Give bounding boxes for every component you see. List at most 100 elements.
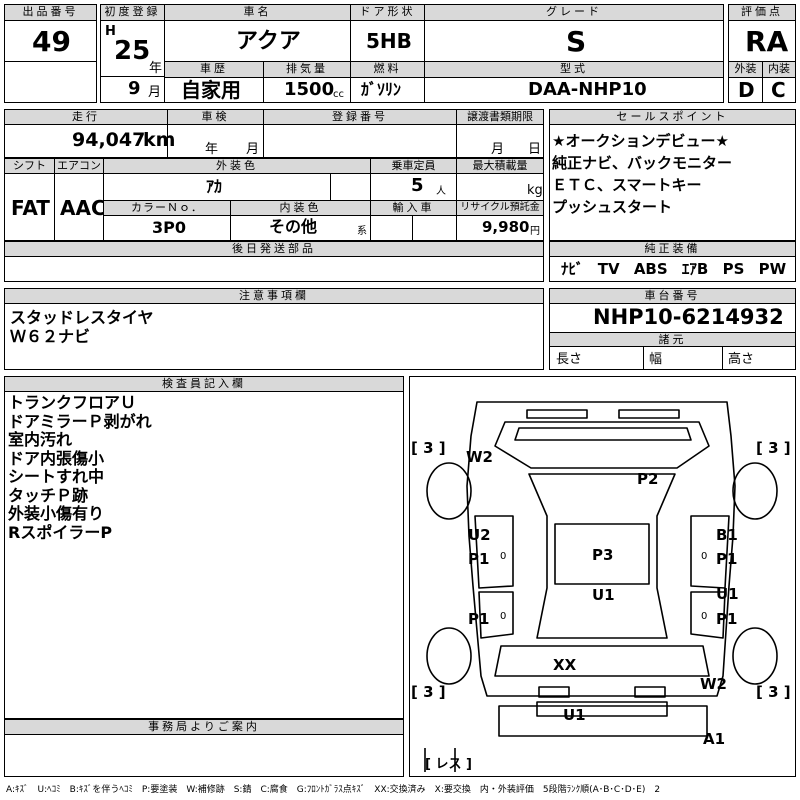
history-label: 車歴: [164, 61, 264, 78]
mark-w2-front-left: W2: [466, 448, 493, 466]
inspector-note: RスポイラーP: [8, 522, 113, 542]
interior-color: その他: [269, 217, 318, 236]
capacity: 5: [411, 175, 424, 196]
fuel-label: 燃料: [350, 61, 425, 78]
month-unit: 月: [148, 85, 162, 100]
equipment-item: ABS: [633, 260, 668, 278]
zero-mark: 0: [701, 611, 708, 622]
vehicle-history: 自家用: [181, 78, 241, 102]
later-parts-label: 後日発送部品: [4, 241, 544, 257]
transfer-deadline-cell: [456, 124, 544, 158]
tire-depth-front-left: [ 3 ]: [411, 439, 446, 457]
tire-depth-front-right: [ 3 ]: [756, 439, 791, 457]
mark-a1-bumper: A1: [703, 730, 726, 748]
inspector-note: ドア内張傷小: [8, 448, 105, 468]
shift: FAT: [11, 196, 50, 220]
right-rear-door: [690, 591, 726, 639]
left-rear-door: [478, 591, 514, 639]
sales-points-list: ★オークションデビュー★ 純正ナビ、バックモニター ＥＴＣ、スマートキー プッシ…: [552, 130, 732, 218]
max-load-label: 最大積載量: [456, 158, 544, 174]
transfer-deadline-label: 譲渡書類期限: [456, 109, 544, 125]
mark-p1-rear-right-door: P1: [716, 610, 738, 628]
mark-p1-rear-left-door: P1: [468, 610, 490, 628]
mark-u1-roof: U1: [592, 586, 615, 604]
model-label: 型式: [424, 61, 724, 78]
mark-u1-bumper: U1: [563, 706, 586, 724]
recycle-deposit-unit: 円: [530, 226, 540, 237]
height-cell: [722, 346, 796, 370]
equipment-cell: [549, 256, 796, 282]
lot-number: 49: [32, 25, 71, 58]
displacement-label: 排気量: [263, 61, 351, 78]
rear-bumper: [536, 701, 668, 717]
mark-xx-rear: XX: [553, 656, 577, 674]
shift-label: シフト: [4, 158, 55, 174]
left-doors: [474, 515, 514, 589]
mileage-label: 走行: [4, 109, 168, 125]
sales-point-item: プッシュスタート: [552, 198, 673, 216]
mileage: 94,047: [72, 129, 146, 151]
year-unit: 年: [149, 61, 163, 76]
mark-u1-rear-right-door: U1: [716, 585, 739, 603]
door-type: 5HB: [366, 29, 412, 53]
transfer-month-unit: 月: [491, 142, 505, 157]
recycle-deposit-cell: [456, 215, 544, 241]
inspector-notes-cell: [4, 391, 404, 719]
displacement-unit: cc: [333, 89, 344, 100]
equipment-item: TV: [597, 260, 620, 278]
sales-point-item: ★オークションデビュー★: [552, 132, 729, 150]
model-cell: [424, 77, 724, 103]
tire-front-right: [732, 462, 778, 520]
lot-number-label: 出品番号: [4, 4, 97, 21]
exterior-label: 外装: [728, 61, 763, 78]
tire-rear-left: [426, 627, 472, 685]
grade: S: [566, 25, 587, 58]
registration-year: 25: [114, 36, 151, 66]
registration-month: 9: [128, 78, 141, 99]
air-conditioner: AAC: [60, 196, 106, 220]
equipment-list: ﾅﾋﾞ TV ABS ｴｱB PS PW: [561, 262, 786, 277]
notes-cell: [4, 303, 544, 370]
grade-label: グレード: [424, 4, 724, 21]
mark-p3-roof: P3: [592, 546, 614, 564]
recycle-deposit-label: リサイクル預託金: [456, 200, 544, 216]
mark-p1-right-door: P1: [716, 550, 738, 568]
inspector-note: ドアミラーＰ剥がれ: [8, 411, 152, 431]
capacity-label: 乗車定員: [370, 158, 457, 174]
front-bumper-right: [618, 409, 680, 419]
era-mark: H: [105, 24, 116, 39]
car-name: アクア: [236, 29, 301, 54]
width-label: 幅: [649, 352, 663, 367]
length-label: 長さ: [556, 352, 583, 367]
office-guidance-cell: [4, 734, 404, 777]
inspector-note: シートすれ中: [8, 467, 105, 486]
color-number: 3P0: [152, 218, 186, 237]
recycle-deposit: 9,980: [482, 218, 530, 236]
lot-blank-cell: [4, 61, 97, 103]
equipment-item: PW: [758, 260, 787, 278]
chassis-number-label: 車台番号: [549, 288, 796, 304]
front-hood-outline: [494, 421, 710, 469]
rear-lamp-right: [634, 686, 666, 698]
office-guidance-label: 事務局よりご案内: [4, 719, 404, 735]
legend-text: A:ｷｽﾞ U:ﾍｺﾐ B:ｷｽﾞを伴うﾍｺﾐ P:要塗装 W:補修跡 S:錆 …: [6, 785, 661, 795]
registration-number-label: 登録番号: [263, 109, 457, 125]
equipment-item: PS: [722, 260, 745, 278]
inspection-label: 車検: [167, 109, 264, 125]
interior-score: C: [771, 78, 786, 102]
mark-p1-left-door: P1: [468, 550, 490, 568]
exterior-color: ｱｶ: [206, 177, 223, 196]
roof-panel: [554, 523, 650, 585]
interior-color-unit: 系: [357, 226, 367, 237]
cabin-outline: [528, 473, 676, 639]
tire-front-left: [426, 462, 472, 520]
transfer-day-unit: 日: [528, 142, 542, 157]
rear-lamp-left: [538, 686, 570, 698]
tire-rear-right: [732, 627, 778, 685]
inspector-notes-label: 検査員記入欄: [4, 376, 404, 392]
dimensions-label: 諸元: [549, 332, 796, 347]
inspector-note: タッチＰ跡: [8, 485, 89, 505]
fuel: ｶﾞｿﾘﾝ: [361, 80, 402, 99]
equipment-label: 純正装備: [549, 241, 796, 257]
